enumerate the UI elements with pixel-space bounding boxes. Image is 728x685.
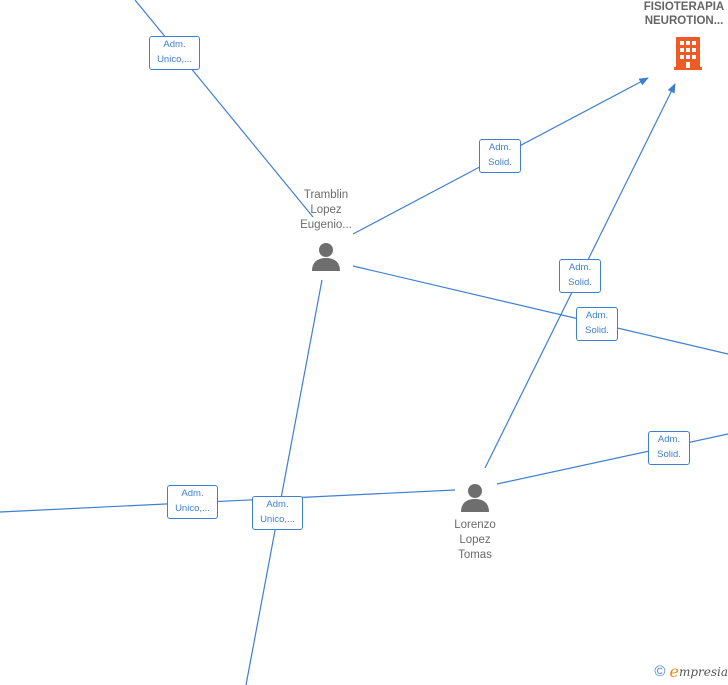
company-name-line1: FISIOTERAPIA <box>643 1 725 13</box>
badge-line: Unico,... <box>157 54 192 65</box>
footer-brand: © e mpresia <box>654 662 728 681</box>
building-icon <box>674 37 702 70</box>
edge-line-bottom-to-tramblin <box>245 279 323 685</box>
person-node-tramblin[interactable]: Tramblin Lopez Eugenio... <box>285 188 367 271</box>
edge-line-lorenzo-to-right <box>496 433 728 485</box>
badge-line: Solid. <box>488 157 512 168</box>
person-icon <box>312 243 340 271</box>
badge-line: Adm. <box>585 310 609 321</box>
badge-line: Adm. <box>181 488 204 499</box>
relation-badge-adm-solid[interactable]: Adm. Solid. <box>648 431 690 465</box>
badge-line: Adm. <box>266 499 289 510</box>
badge-line: Adm. <box>488 142 512 153</box>
relation-badge-adm-solid[interactable]: Adm. Solid. <box>576 307 618 341</box>
relation-badge-adm-unico[interactable]: Adm. Unico,... <box>167 485 218 519</box>
badge-line: Solid. <box>568 277 592 288</box>
person-name-line3: Eugenio... <box>300 219 352 231</box>
badge-line: Solid. <box>657 449 681 460</box>
relation-badge-adm-unico[interactable]: Adm. Unico,... <box>252 496 303 530</box>
edge-line-tramblin-to-right <box>352 265 728 355</box>
person-node-lorenzo[interactable]: Lorenzo Lopez Tomas <box>434 482 516 563</box>
person-name-line2: Lopez <box>310 204 342 216</box>
badge-line: Adm. <box>657 434 681 445</box>
relation-badge-adm-solid[interactable]: Adm. Solid. <box>479 139 521 173</box>
edge-line-top-left-to-tramblin <box>134 0 314 218</box>
badge-line: Unico,... <box>260 514 295 525</box>
badge-line: Solid. <box>585 325 609 336</box>
person-name-line2: Lopez <box>459 534 491 546</box>
company-name-line2: NEUROTION... <box>644 15 724 27</box>
badge-line: Adm. <box>568 262 592 273</box>
copyright-icon: © <box>654 663 666 680</box>
badge-line: Unico,... <box>175 503 210 514</box>
edge-line-left-to-lorenzo <box>0 489 456 513</box>
person-name-line1: Lorenzo <box>454 519 496 531</box>
relation-badge-adm-solid[interactable]: Adm. Solid. <box>559 259 601 293</box>
relation-badge-adm-unico[interactable]: Adm. Unico,... <box>149 36 200 70</box>
person-name-line3: Tomas <box>458 549 492 561</box>
person-name-line1: Tramblin <box>303 189 349 201</box>
badge-line: Adm. <box>163 39 186 50</box>
brand-logo-initial: e <box>669 662 679 681</box>
company-node[interactable]: FISIOTERAPIA NEUROTION... <box>640 0 728 71</box>
person-icon <box>461 484 489 512</box>
brand-logo-text: mpresia <box>678 664 728 679</box>
